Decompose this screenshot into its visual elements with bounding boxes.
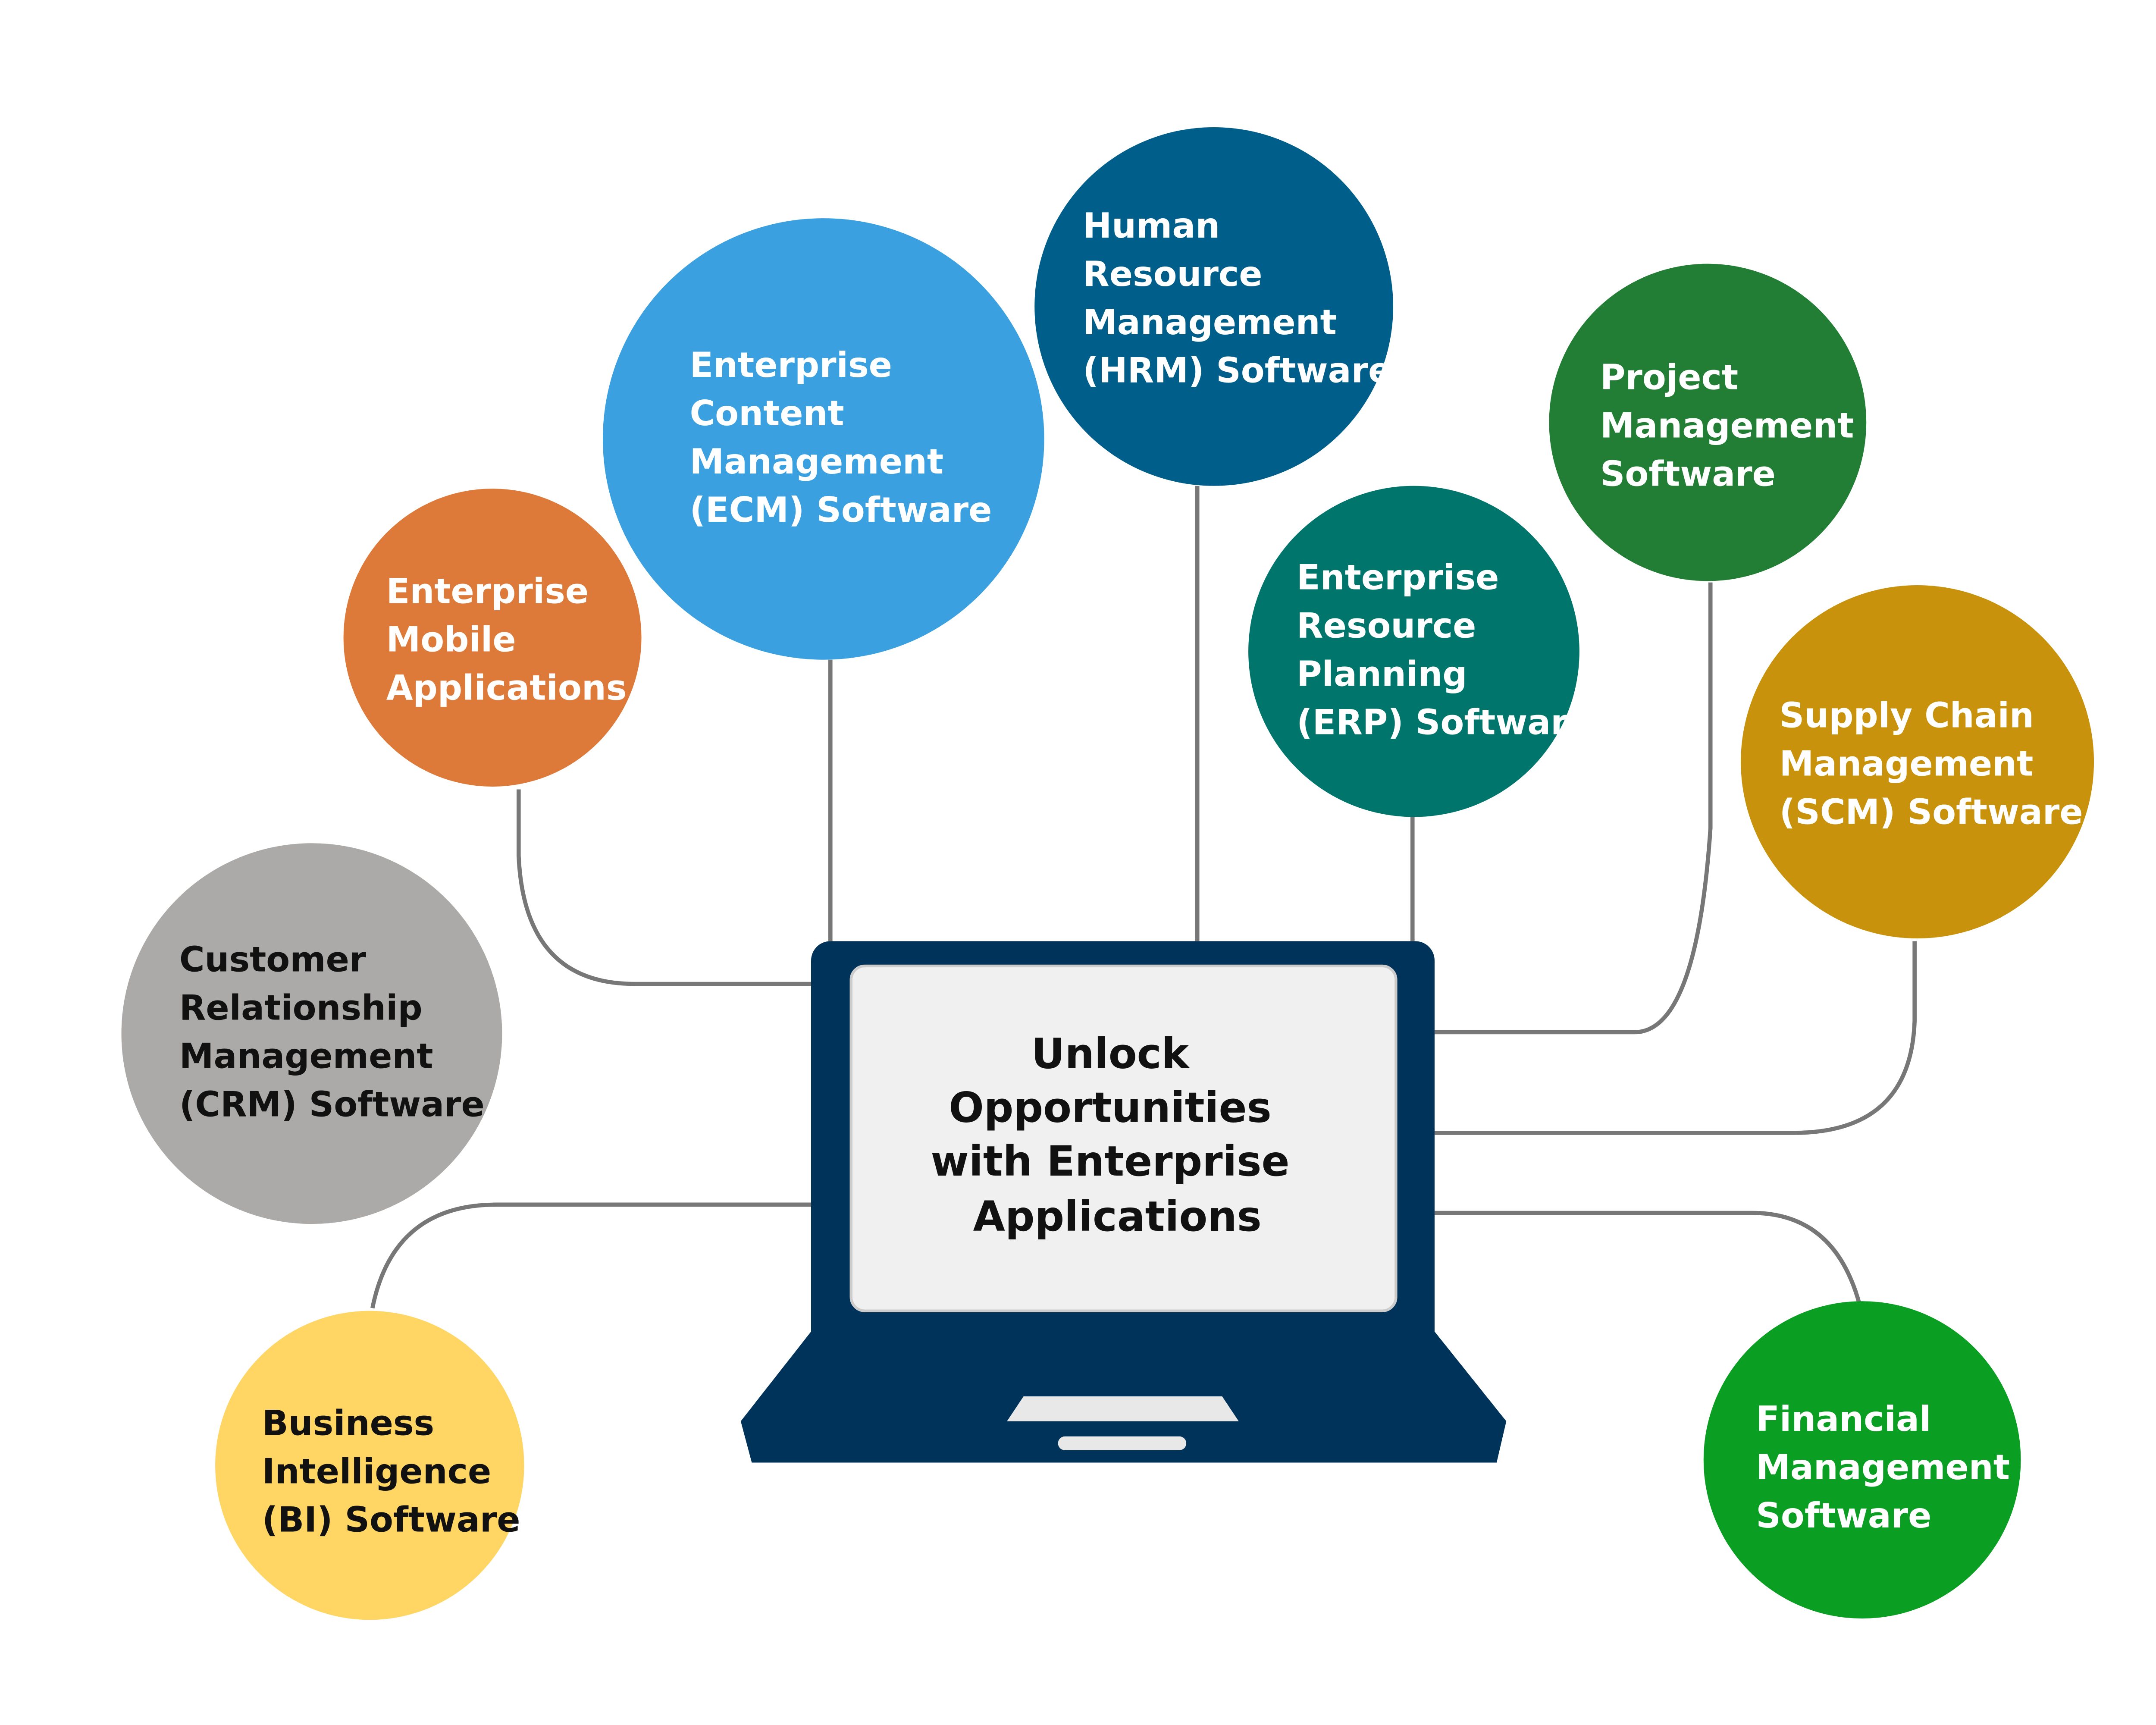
connector-bi [370,1202,811,1309]
center-title-line: Unlock [1031,1030,1190,1078]
node-label-line: Enterprise [386,571,589,612]
node-circle [1703,1301,2021,1619]
node-label-line: Financial [1756,1399,1931,1439]
node-label-line: Intelligence [262,1452,491,1492]
node-label-line: Supply Chain [1780,696,2034,736]
node-label-line: Relationship [179,988,423,1028]
node-label-line: Management [179,1036,433,1076]
connector-mobile [517,789,811,986]
node-label-line: Project [1600,358,1738,398]
node-circle [215,1311,524,1620]
node-circle [343,489,642,787]
connector-project [1434,582,1713,1035]
connector-financial [1434,1211,1861,1305]
node-circle [1248,486,1579,817]
laptop-screen [849,964,1398,1312]
node-circle [602,218,1044,660]
center-title: Unlock Opportunities with Enterprise App… [931,1030,1304,1241]
node-label-line: Software [1600,454,1776,494]
node-label-line: (BI) Software [262,1500,520,1540]
node-label-line: Content [689,393,844,433]
node-label-line: Enterprise [689,345,892,385]
laptop-keyboard [1007,1396,1239,1421]
node-label-line: Management [1780,743,2034,784]
node-label-line: Business [262,1403,434,1443]
connectors [370,486,1917,1309]
node-label-line: Resource [1297,606,1476,646]
node-label-line: (HRM) Software [1083,351,1391,391]
node-label-line: Mobile [386,620,516,660]
node-circle [1549,263,1867,581]
center-title-line: with Enterprise [931,1137,1289,1186]
laptop-trackpad [1058,1436,1187,1450]
node-circle [1741,585,2094,938]
connector-scm [1434,941,1917,1135]
node-label-line: Enterprise [1297,558,1499,598]
node-label-line: Management [1600,406,1854,446]
node-label-line: Management [1756,1447,2010,1487]
node-label-line: Software [1756,1496,1931,1536]
laptop: Unlock Opportunities with Enterprise App… [740,941,1507,1463]
node-label-line: Resource [1083,254,1262,294]
node-label-line: (CRM) Software [179,1085,485,1125]
node-label-line: Management [1083,302,1337,342]
node-circle [1034,127,1393,486]
node-circle [121,843,502,1224]
node-label-line: Applications [386,668,627,708]
node-label-line: Planning [1297,654,1467,694]
center-title-line: Applications [973,1192,1262,1241]
node-label-line: Customer [179,940,367,980]
center-title-line: Opportunities [949,1083,1272,1132]
node-label-line: (SCM) Software [1780,792,2083,832]
node-label-line: Human [1083,206,1220,246]
node-label-line: (ECM) Software [689,490,992,530]
node-label-line: (ERP) Software [1297,702,1591,742]
node-label-line: Management [689,442,943,482]
